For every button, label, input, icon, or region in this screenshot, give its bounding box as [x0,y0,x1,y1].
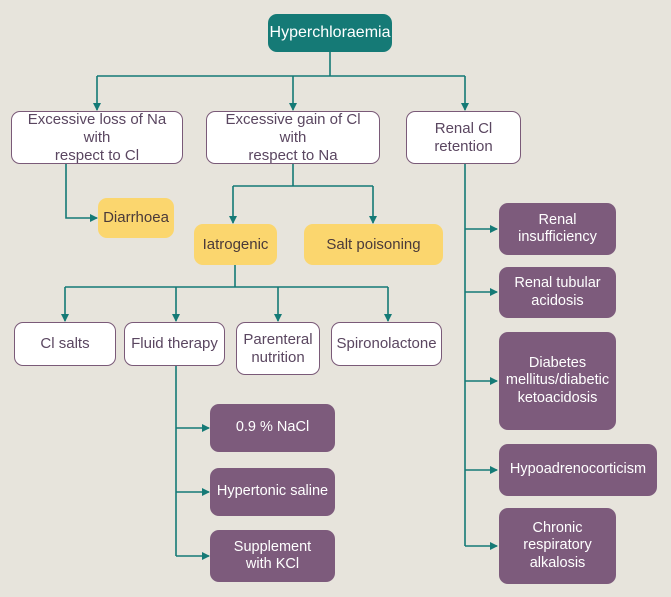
iatrogenic-fluid-therapy: Fluid therapy [124,322,225,366]
iatrogenic-cl-salts: Cl salts [14,322,116,366]
fluid-hypertonic-saline: Hypertonic saline [210,468,335,516]
fluid-0-9-nacl: 0.9 % NaCl [210,404,335,452]
category-excessive-gain-cl: Excessive gain of Cl with respect to Na [206,111,380,164]
cause-salt-poisoning: Salt poisoning [304,224,443,265]
root-node-hyperchloraemia: Hyperchloraemia [268,14,392,52]
iatrogenic-parenteral-nutrition: Parenteral nutrition [236,322,320,375]
renal-tubular-acidosis: Renal tubular acidosis [499,267,616,318]
cause-iatrogenic: Iatrogenic [194,224,277,265]
renal-diabetes-ketoacidosis: Diabetes mellitus/diabetic ketoacidosis [499,332,616,430]
renal-chronic-respiratory-alkalosis: Chronic respiratory alkalosis [499,508,616,584]
category-excessive-loss-na: Excessive loss of Na with respect to Cl [11,111,183,164]
renal-insufficiency: Renal insufficiency [499,203,616,255]
fluid-supplement-kcl: Supplement with KCl [210,530,335,582]
category-renal-cl-retention: Renal Cl retention [406,111,521,164]
renal-hypoadrenocorticism: Hypoadrenocorticism [499,444,657,496]
iatrogenic-spironolactone: Spironolactone [331,322,442,366]
cause-diarrhoea: Diarrhoea [98,198,174,238]
